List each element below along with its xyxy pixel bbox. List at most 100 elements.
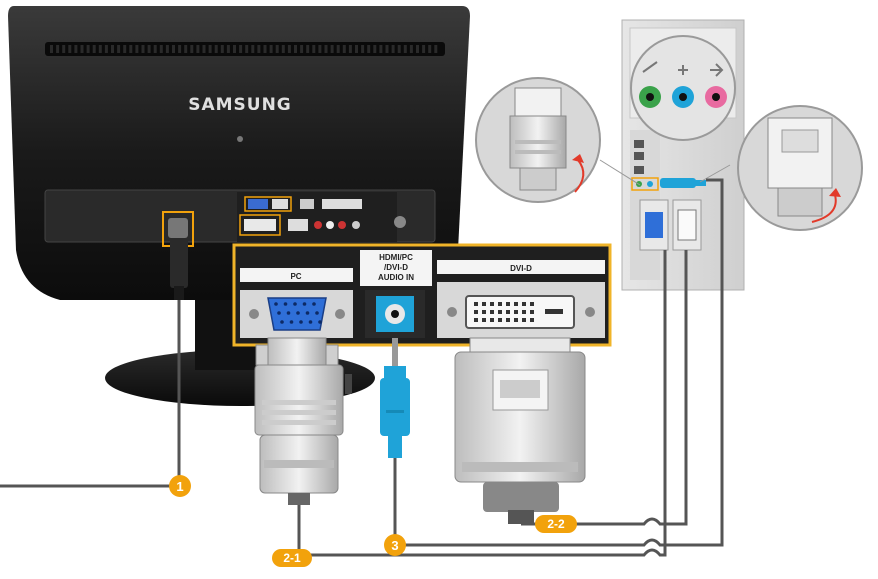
pc-label-strip	[240, 268, 353, 282]
vga-pin	[315, 311, 319, 315]
magnifier-audio	[630, 35, 736, 141]
vent-slot	[336, 45, 340, 53]
callout-1-badge	[169, 475, 191, 497]
magnifier-audio-jack-2-hole	[679, 93, 687, 101]
vga-plug-ridge-1	[262, 400, 336, 405]
magnifier-left-leader	[599, 159, 641, 186]
vent-slot	[409, 45, 413, 53]
vent-slot	[220, 45, 224, 53]
rear-vga-mini	[248, 199, 268, 209]
vent-slot	[312, 45, 316, 53]
dvi-pin	[490, 318, 494, 322]
vent-slot	[226, 45, 230, 53]
dvi-pin	[490, 302, 494, 306]
dvi-pin	[474, 318, 478, 322]
port-panel: PC HDMI/PC /DVI-D AUDIO IN DVI-D	[232, 243, 612, 347]
vent-slot	[117, 45, 121, 53]
vent-slot	[263, 45, 267, 53]
audio-out-symbol-icon	[710, 63, 724, 77]
audio-port-label-2: /DVI-D	[384, 263, 408, 272]
cable-routes	[297, 178, 724, 557]
vent-slot	[141, 45, 145, 53]
magnifier-left	[475, 77, 641, 203]
vent-slot	[355, 45, 358, 53]
vga-pin	[299, 320, 303, 324]
vent-slot	[269, 45, 273, 53]
vga-screw-right	[335, 309, 345, 319]
magnifier-audio-jack-3-hole	[712, 93, 720, 101]
magnifier-left-plug-ridge-1	[515, 140, 561, 144]
audio-plug	[380, 338, 410, 458]
vent-slot	[385, 45, 389, 53]
vent-slot	[147, 45, 151, 53]
power-plug	[170, 238, 188, 288]
dvi-pin	[522, 310, 526, 314]
vent-slot	[196, 45, 200, 53]
dvi-plug-band	[462, 462, 578, 472]
dvi-screw-right	[585, 307, 595, 317]
dvi-pin	[482, 318, 486, 322]
vent-slot	[184, 45, 188, 53]
pc-io-port-3	[634, 166, 644, 174]
vent-slot	[233, 45, 236, 53]
magnifier-left-plug-boot	[519, 167, 557, 191]
vga-screw-knob-left	[255, 344, 269, 366]
vga-pin	[289, 320, 294, 324]
vga-pin	[296, 311, 300, 315]
dvi-pin	[530, 318, 534, 322]
callout-1-label: 1	[176, 479, 183, 494]
dvi-pin	[514, 310, 518, 314]
callout-2-2-badge	[535, 515, 577, 533]
magnifier-left-arrow-head	[572, 154, 584, 163]
vent-slot	[92, 45, 96, 53]
vent-slot	[275, 45, 279, 53]
magnifier-left-plug-ridge-2	[515, 150, 561, 154]
vent-slot	[294, 45, 297, 53]
vent-slot	[202, 45, 206, 53]
vga-plug-boot-band	[264, 460, 334, 468]
pc-io-port-1	[634, 140, 644, 148]
vent-slots	[50, 45, 438, 53]
dvi-pin	[490, 310, 494, 314]
vent-slot	[391, 45, 395, 53]
dvi-pin	[482, 310, 486, 314]
audio-jack-hole	[391, 310, 399, 318]
audio-line-symbol-icon	[678, 65, 688, 75]
audio-plug-tip	[392, 338, 398, 366]
dvi-pin	[530, 310, 534, 314]
dvi-plug	[454, 337, 586, 524]
vga-pin	[283, 302, 288, 306]
audio-cable-line	[393, 178, 724, 547]
vent-slot	[367, 45, 371, 53]
pc-audio-plug-tip	[694, 180, 706, 186]
vent-slot	[403, 45, 407, 53]
callout-3-badge	[384, 534, 406, 556]
vga-plug-neck	[267, 337, 327, 369]
vga-pin	[305, 311, 310, 315]
vent-slot	[80, 45, 84, 53]
audio-in-symbol-icon	[642, 61, 658, 73]
vent-slot	[342, 45, 346, 53]
pc-io-port-2	[634, 152, 644, 160]
dvi-pin	[506, 310, 510, 314]
dvi-pin	[514, 302, 518, 306]
vent-slot	[56, 45, 60, 53]
vga-pin	[318, 320, 322, 324]
pc-dvi-connector-inner	[677, 209, 697, 241]
dvi-pin	[474, 302, 478, 306]
vent-slot	[135, 45, 139, 53]
vent-slot	[104, 45, 108, 53]
dvi-plug-window-inner	[500, 380, 540, 398]
vent-slot	[129, 45, 133, 53]
dvi-pin	[474, 310, 478, 314]
audio-plug-body	[380, 378, 410, 436]
dvi-pin	[506, 302, 510, 306]
vent-slot	[257, 45, 261, 53]
magnifier-audio-jack-1-hole	[646, 93, 654, 101]
rear-port-mini-3	[300, 199, 314, 209]
vga-pins	[274, 302, 322, 324]
callout-2-1-label: 2-1	[283, 551, 301, 565]
vent-slot	[287, 45, 291, 53]
dvi-plug-tail	[508, 510, 534, 524]
